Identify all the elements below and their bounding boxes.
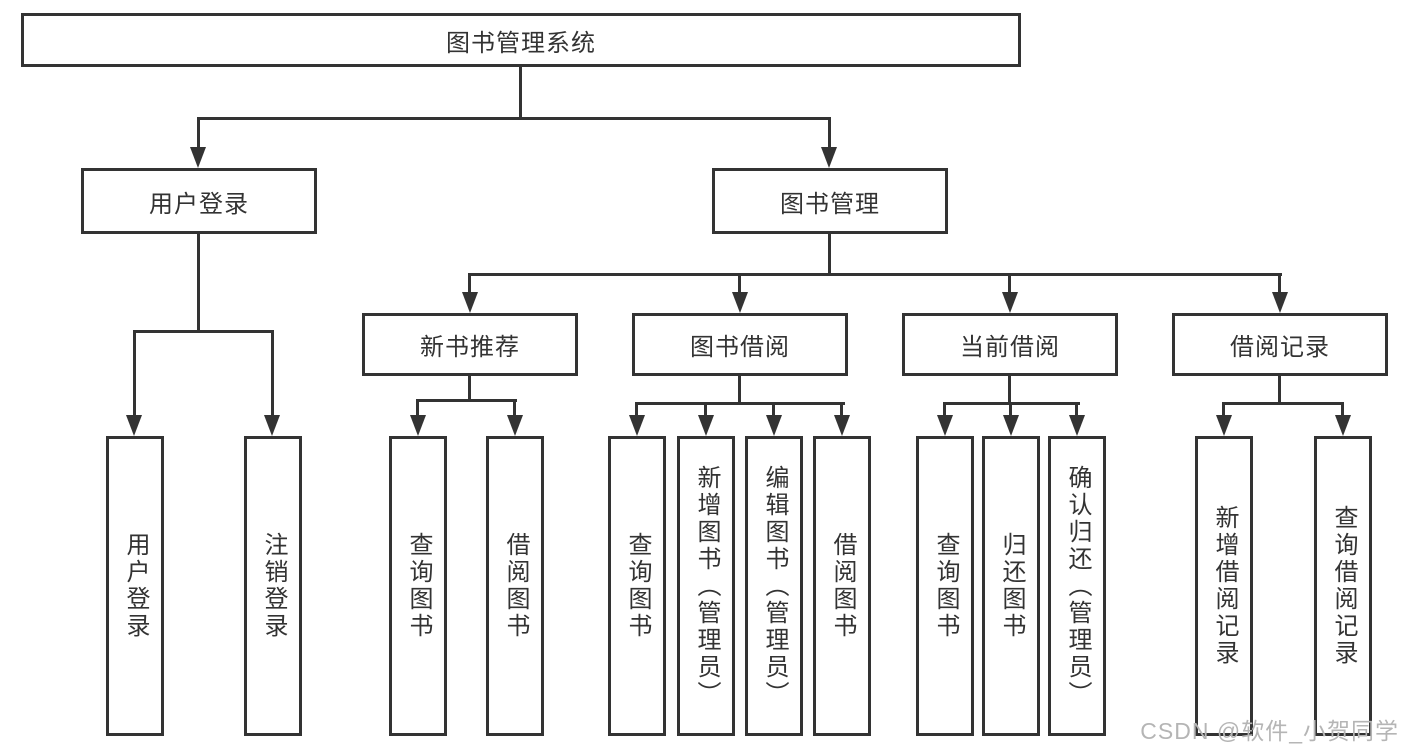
connector-leaf-stem [1075, 402, 1078, 418]
connector-level3-stem [1278, 273, 1281, 295]
node-new-book-recommend: 新书推荐 [362, 313, 578, 376]
connector-recommend-down [468, 373, 471, 402]
leaf-borrow-book-recommend-label: 借阅图书 [502, 532, 529, 640]
node-book-management-label: 图书管理 [780, 190, 880, 218]
connector-records-branch [1222, 402, 1344, 405]
node-book-borrow: 图书借阅 [632, 313, 848, 376]
leaf-add-borrow-record: 新增借阅记录 [1195, 436, 1253, 736]
connector-leaf-stem [1009, 402, 1012, 418]
arrow-down-icon [1335, 415, 1351, 436]
leaf-add-book-admin-label: 新增图书（管理员） [693, 464, 720, 708]
connector-current-down [1008, 373, 1011, 405]
arrow-down-icon [1003, 415, 1019, 436]
node-borrow-records: 借阅记录 [1172, 313, 1388, 376]
leaf-query-book-current: 查询图书 [916, 436, 974, 736]
leaf-query-book-recommend: 查询图书 [389, 436, 447, 736]
connector-leaf-stem [1341, 402, 1344, 418]
node-current-borrow-label: 当前借阅 [960, 334, 1060, 361]
arrow-down-icon [834, 415, 850, 436]
arrow-down-icon [732, 292, 748, 313]
arrow-down-icon [1002, 292, 1018, 313]
leaf-borrow-book: 借阅图书 [813, 436, 871, 736]
arrow-down-icon [1069, 415, 1085, 436]
connector-book-management-down [828, 232, 831, 276]
connector-leaf-stem [840, 402, 843, 418]
node-book-borrow-label: 图书借阅 [690, 334, 790, 361]
leaf-query-book-borrow: 查询图书 [608, 436, 666, 736]
connector-leaf-stem [1222, 402, 1225, 418]
connector-root-stem [519, 67, 522, 120]
connector-leaf-stem [943, 402, 946, 418]
leaf-return-book: 归还图书 [982, 436, 1040, 736]
leaf-confirm-return-admin-label: 确认归还（管理员） [1064, 464, 1091, 708]
node-borrow-records-label: 借阅记录 [1230, 334, 1330, 361]
arrow-down-icon [507, 415, 523, 436]
connector-recommend-branch [416, 399, 517, 402]
connector-leaf-stem [772, 402, 775, 418]
arrow-down-icon [264, 415, 280, 436]
connector-user-login-stem [197, 117, 200, 149]
leaf-edit-book-admin: 编辑图书（管理员） [745, 436, 803, 736]
connector-borrow-down [738, 373, 741, 405]
arrow-down-icon [1216, 415, 1232, 436]
connector-leaf-stem [271, 330, 274, 417]
leaf-add-borrow-record-label: 新增借阅记录 [1211, 505, 1238, 667]
csdn-watermark: CSDN @软件_小贺同学 [1140, 718, 1399, 744]
arrow-down-icon [821, 147, 837, 168]
leaf-user-login-label: 用户登录 [122, 532, 149, 640]
connector-book-management-branch [468, 273, 1282, 276]
connector-level3-stem [468, 273, 471, 295]
leaf-logout: 注销登录 [244, 436, 302, 736]
leaf-query-borrow-record-label: 查询借阅记录 [1330, 505, 1357, 667]
connector-leaf-stem [513, 399, 516, 418]
leaf-query-borrow-record: 查询借阅记录 [1314, 436, 1372, 736]
connector-level3-stem [1008, 273, 1011, 295]
leaf-add-book-admin: 新增图书（管理员） [677, 436, 735, 736]
connector-user-login-branch [133, 330, 274, 333]
connector-borrow-branch [635, 402, 845, 405]
leaf-return-book-label: 归还图书 [998, 532, 1025, 640]
leaf-query-book-borrow-label: 查询图书 [624, 532, 651, 640]
leaf-logout-label: 注销登录 [260, 532, 287, 640]
arrow-down-icon [629, 415, 645, 436]
connector-leaf-stem [416, 399, 419, 418]
arrow-down-icon [410, 415, 426, 436]
connector-level3-stem [738, 273, 741, 295]
node-current-borrow: 当前借阅 [902, 313, 1118, 376]
arrow-down-icon [462, 292, 478, 313]
arrow-down-icon [937, 415, 953, 436]
node-user-login-label: 用户登录 [149, 190, 249, 218]
arrow-down-icon [190, 147, 206, 168]
connector-leaf-stem [133, 330, 136, 417]
leaf-confirm-return-admin: 确认归还（管理员） [1048, 436, 1106, 736]
connector-user-login-down [197, 232, 200, 333]
leaf-query-book-current-label: 查询图书 [932, 532, 959, 640]
leaf-user-login: 用户登录 [106, 436, 164, 736]
node-new-book-recommend-label: 新书推荐 [420, 334, 520, 361]
arrow-down-icon [766, 415, 782, 436]
connector-leaf-stem [635, 402, 638, 418]
connector-records-down [1278, 373, 1281, 405]
node-root-label: 图书管理系统 [446, 29, 596, 57]
arrow-down-icon [1272, 292, 1288, 313]
node-user-login: 用户登录 [81, 168, 317, 234]
node-book-management: 图书管理 [712, 168, 948, 234]
arrow-down-icon [126, 415, 142, 436]
connector-book-management-stem [828, 117, 831, 149]
connector-root-branch [197, 117, 831, 120]
connector-leaf-stem [704, 402, 707, 418]
arrow-down-icon [698, 415, 714, 436]
leaf-borrow-book-recommend: 借阅图书 [486, 436, 544, 736]
leaf-query-book-recommend-label: 查询图书 [405, 532, 432, 640]
leaf-borrow-book-label: 借阅图书 [829, 532, 856, 640]
node-root: 图书管理系统 [21, 13, 1021, 67]
leaf-edit-book-admin-label: 编辑图书（管理员） [761, 464, 788, 708]
